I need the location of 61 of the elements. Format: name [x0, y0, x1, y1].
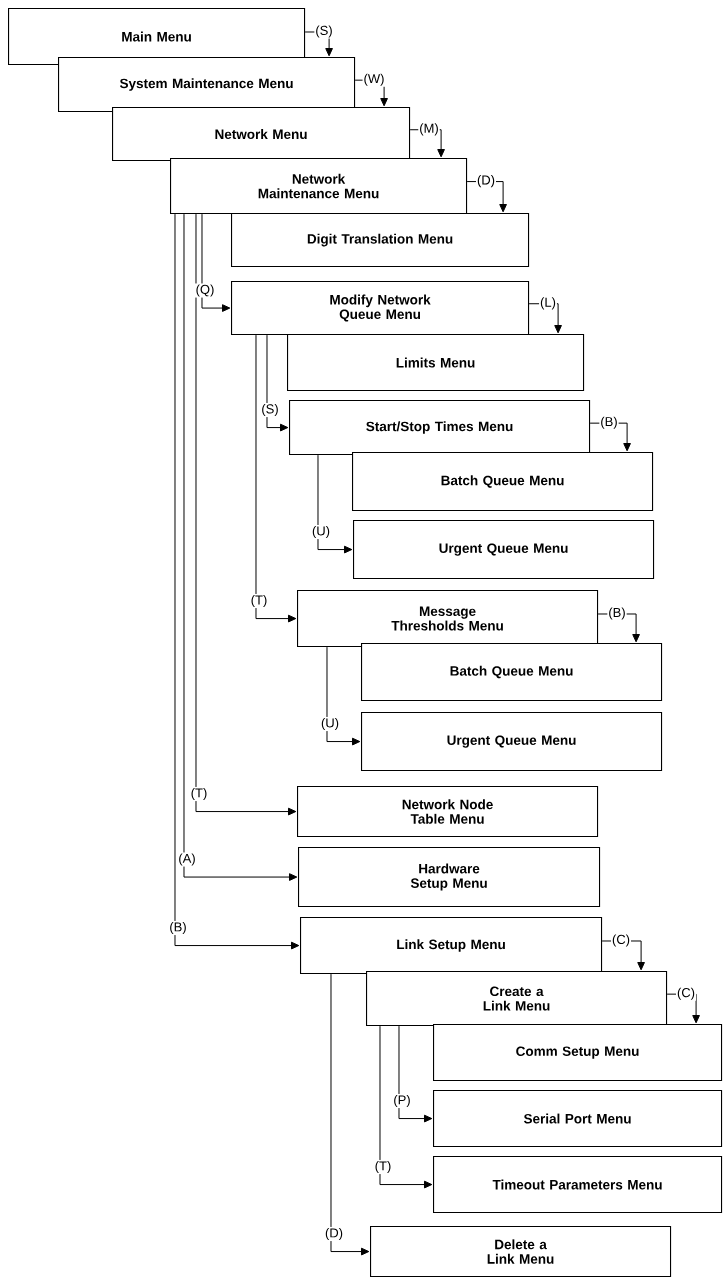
edge-label: (M) — [418, 122, 440, 137]
arrow — [597, 613, 640, 643]
arrow — [379, 1025, 433, 1189]
edge-label: (C) — [610, 933, 631, 948]
menu-box: Network Menu — [112, 107, 411, 162]
arrow — [466, 181, 507, 213]
menu-box: Serial Port Menu — [433, 1090, 723, 1148]
menu-box: Batch Queue Menu — [352, 452, 654, 512]
menu-box: Batch Queue Menu — [361, 643, 663, 702]
arrow — [266, 334, 289, 432]
arrow — [528, 303, 562, 334]
menu-box: Link Setup Menu — [300, 917, 603, 975]
edge-label: (S) — [314, 24, 334, 39]
menu-box: Start/Stop Times Menu — [289, 400, 591, 456]
menu-box: Delete a Link Menu — [370, 1226, 672, 1278]
arrow — [666, 993, 700, 1024]
edge-label: (T) — [189, 786, 209, 802]
edge-label: (W) — [362, 72, 386, 87]
menu-box: Hardware Setup Menu — [298, 847, 601, 908]
menu-box: Modify Network Queue Menu — [231, 281, 530, 336]
menu-box: Message Thresholds Menu — [297, 590, 599, 648]
edge-label: (Q) — [194, 283, 216, 298]
arrow — [326, 646, 361, 746]
edge-label: (B) — [599, 415, 619, 430]
menu-box: Create a Link Menu — [366, 971, 668, 1027]
arrow — [255, 334, 297, 623]
edge-label: (D) — [323, 1226, 344, 1242]
edge-label: (U) — [310, 524, 331, 540]
edge-label: (T) — [373, 1159, 393, 1175]
menu-box: Main Menu — [8, 8, 306, 66]
edge-label: (B) — [168, 920, 188, 936]
arrow — [174, 213, 300, 950]
menu-box: Timeout Parameters Menu — [433, 1156, 723, 1214]
arrow — [183, 213, 298, 881]
arrow — [398, 1025, 433, 1123]
edge-label: (D) — [475, 174, 496, 189]
menu-box: Limits Menu — [287, 334, 585, 392]
menu-box: Comm Setup Menu — [433, 1024, 723, 1082]
menu-box: Digit Translation Menu — [231, 213, 530, 268]
arrow — [601, 940, 645, 971]
menu-box: Network Maintenance Menu — [170, 158, 468, 215]
arrow — [195, 213, 297, 816]
arrow — [201, 213, 231, 312]
edge-label: (B) — [607, 606, 627, 621]
edge-label: (L) — [539, 296, 557, 311]
arrow — [409, 129, 445, 158]
arrow — [354, 79, 388, 107]
arrow — [589, 422, 631, 452]
menu-box: Network Node Table Menu — [297, 786, 599, 838]
menu-box: Urgent Queue Menu — [353, 520, 655, 580]
arrow — [304, 31, 333, 57]
edge-label: (S) — [260, 402, 280, 418]
arrow — [317, 454, 353, 554]
menu-box: Urgent Queue Menu — [361, 712, 663, 772]
edge-label: (A) — [177, 852, 197, 867]
edge-label: (U) — [319, 716, 340, 732]
edge-label: (P) — [392, 1093, 412, 1109]
edge-label: (T) — [249, 593, 269, 609]
menu-box: System Maintenance Menu — [58, 57, 356, 113]
arrow — [330, 973, 370, 1256]
edge-label: (C) — [675, 986, 696, 1001]
